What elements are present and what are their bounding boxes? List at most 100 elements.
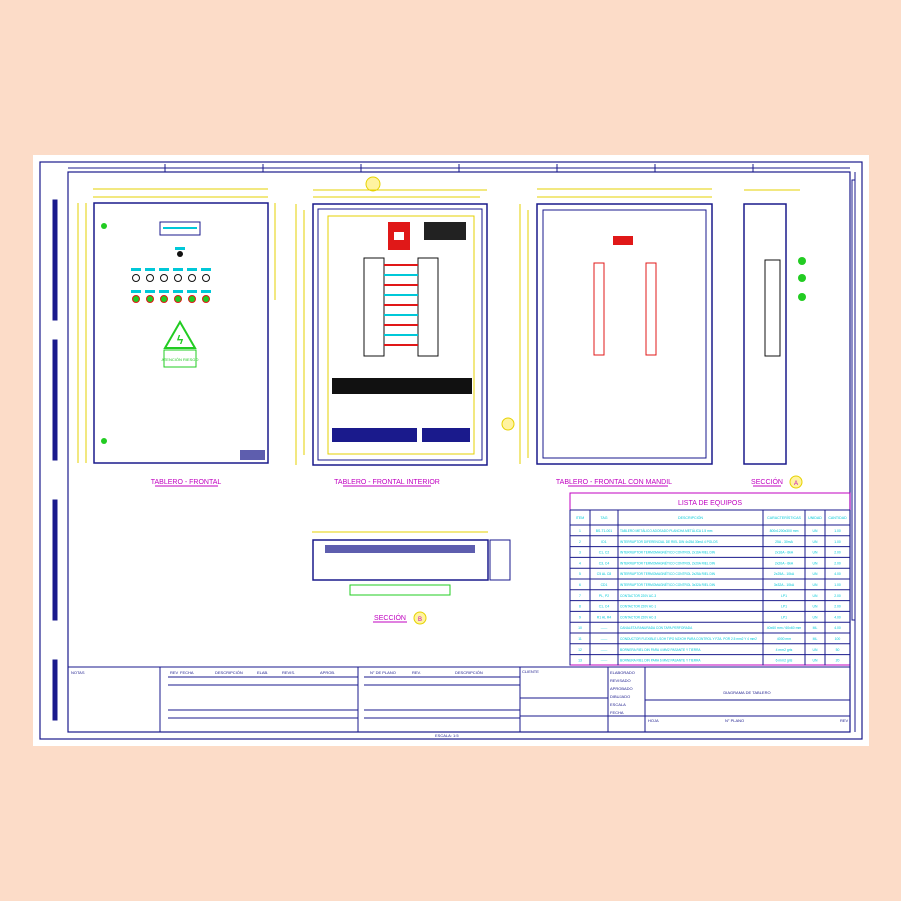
table-cell: 2	[579, 540, 581, 544]
section-b-view	[312, 531, 511, 625]
inner-border	[67, 171, 851, 733]
table-cell: 1	[579, 529, 581, 533]
label-plate	[173, 268, 183, 271]
table-cell: C3, C4	[599, 561, 610, 565]
outer-border	[39, 161, 863, 740]
label-plate	[173, 290, 183, 293]
pilot-lights	[131, 268, 211, 303]
section-a-view	[743, 189, 806, 489]
table-cell: INTERRUPTOR TERMOMAGNÉTICO CONTROL 2x20A…	[620, 560, 716, 565]
table-cell: CONDUCTOR FLEXIBLE LSOH TIPO N2XOH PARA …	[620, 637, 757, 641]
table-header-cell: TAG	[600, 516, 607, 520]
table-cell: 10	[578, 626, 582, 630]
table-cell: PL, P2	[599, 594, 609, 598]
table-cell: UN	[813, 594, 818, 598]
table-header-cell: DESCRIPCIÓN	[678, 515, 703, 520]
table-cell: LP1	[781, 605, 787, 609]
label-plate	[145, 268, 155, 271]
table-cell: 3	[579, 551, 581, 555]
table-cell: ------	[601, 659, 608, 663]
pilot-light	[132, 295, 140, 303]
table-cell: BORNERA RIEL DIN PARA 4 MM2 PASANTE Y TI…	[620, 648, 701, 652]
table-cell: 4.00	[834, 626, 841, 630]
table-cell: 12	[578, 648, 582, 652]
table-cell: 1.00	[834, 540, 841, 544]
table-cell: LP1	[781, 615, 787, 619]
front-view: ϟ ATENCIÓN RIESGO	[77, 188, 276, 464]
table-cell: CONTACTOR 220V AC-3	[620, 615, 656, 619]
equipment-list-title: LISTA DE EQUIPOS	[678, 500, 742, 507]
drawing-sheet: ϟ ATENCIÓN RIESGO	[33, 155, 869, 746]
section-a-tag: A	[794, 481, 798, 487]
table-cell: 100	[835, 637, 841, 641]
pilot-light	[174, 274, 182, 282]
pilot-light	[132, 274, 140, 282]
table-cell: 2x16A - 6kA	[775, 551, 794, 555]
label-plate	[159, 268, 169, 271]
title-block	[67, 666, 851, 733]
table-cell: UN	[813, 648, 818, 652]
field-aprobado: APROBADO	[610, 686, 633, 691]
table-cell: 3x32A - 10kA	[774, 583, 795, 587]
table-cell: INTERRUPTOR TERMOMAGNÉTICO CONTROL 2x25A…	[620, 571, 716, 576]
field-escala: ESCALA	[610, 702, 626, 707]
ref-desc-header: DESCRIPCIÓN	[455, 670, 483, 675]
cad-drawing: ϟ ATENCIÓN RIESGO	[39, 161, 863, 740]
table-cell: 13	[578, 659, 582, 663]
table-cell: 2.00	[834, 561, 841, 565]
drawing-number-label: N° PLANO	[725, 718, 744, 723]
table-cell: 2.00	[834, 551, 841, 555]
table-cell: 7	[579, 594, 581, 598]
rev-header: REV	[170, 670, 179, 675]
label-plate	[159, 290, 169, 293]
table-cell: 50	[836, 648, 840, 652]
table-cell: INTERRUPTOR DIFERENCIAL DE RIEL DIN 4x25…	[620, 540, 718, 544]
pilot-light	[174, 295, 182, 303]
table-cell: LP1	[781, 594, 787, 598]
label-plate	[145, 290, 155, 293]
view-title-mandil: TABLERO - FRONTAL CON MANDIL	[556, 479, 672, 486]
ref-rev-header: REV.	[412, 670, 421, 675]
rev-label: REV	[840, 718, 849, 723]
table-cell: CANALETA RANURADA CON TAPA PERFORADA	[620, 626, 693, 630]
pilot-light	[202, 295, 210, 303]
table-cell: ------	[601, 637, 608, 641]
ref-drawing-header: N° DE PLANO	[370, 670, 396, 675]
table-cell: 4	[579, 561, 581, 565]
table-cell: 6	[579, 583, 581, 587]
date-header: FECHA	[180, 670, 194, 675]
label-plate	[131, 290, 141, 293]
field-fecha: FECHA	[610, 710, 624, 715]
label-plate	[187, 290, 197, 293]
svg-text:ϟ: ϟ	[177, 333, 184, 347]
table-cell: UN	[813, 572, 818, 576]
table-cell: 2.00	[834, 594, 841, 598]
table-cell: TABLERO METÁLICO ADOSADO PLANCHA METÁLIC…	[620, 529, 713, 533]
table-cell: CONTACTOR 220V AC-1	[620, 605, 656, 609]
table-cell: 25A - 30mA	[775, 540, 793, 544]
table-cell: UN	[813, 605, 818, 609]
table-cell: BORNERA RIEL DIN PARA 6 MM2 PASANTE Y TI…	[620, 659, 701, 663]
view-title-interior: TABLERO - FRONTAL INTERIOR	[334, 479, 440, 486]
table-cell: 9	[579, 615, 581, 619]
elab-header: ELAB.	[257, 670, 268, 675]
table-cell: 20	[836, 659, 840, 663]
table-cell: 6 mm2 gris	[776, 659, 793, 663]
table-header-cell: UNIDAD	[808, 516, 822, 520]
table-cell: ML	[813, 637, 818, 641]
table-cell: 800x1200x300 mm	[770, 529, 799, 533]
table-cell: CD1	[601, 583, 608, 587]
view-title-section-a: SECCIÓN	[751, 477, 783, 486]
pilot-light	[202, 274, 210, 282]
pilot-light	[188, 274, 196, 282]
label-plate	[201, 290, 211, 293]
table-cell: C1, C2	[599, 551, 610, 555]
table-cell: 11	[578, 637, 582, 641]
interior-view	[295, 176, 515, 466]
revis-header: REVIS.	[282, 670, 295, 675]
mandil-view	[519, 188, 713, 465]
field-elaborado: ELABORADO	[610, 670, 635, 675]
table-header-cell: ITEM	[576, 516, 585, 520]
label-plate	[201, 268, 211, 271]
table-cell: 1.00	[834, 583, 841, 587]
